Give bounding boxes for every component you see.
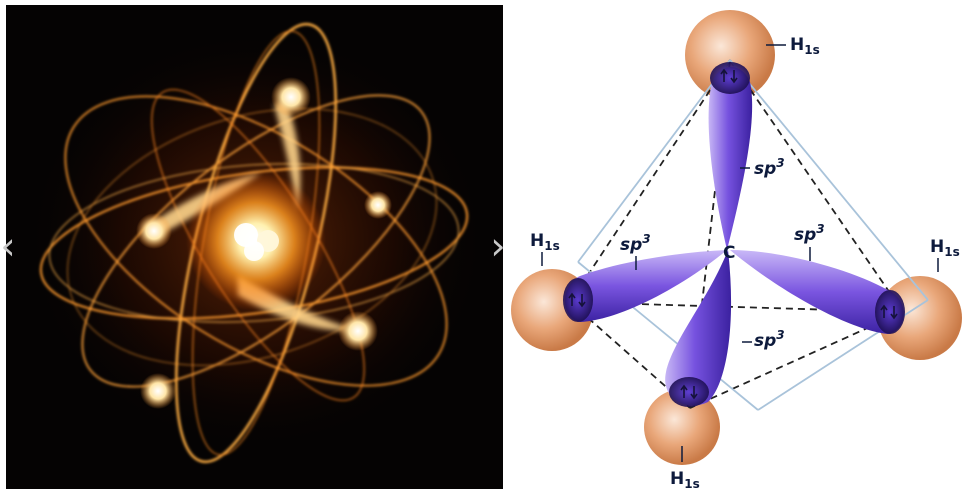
prev-arrow-icon[interactable]: ‹ xyxy=(0,216,16,276)
carbon-label: C xyxy=(723,243,735,263)
sp3-label: sp3 xyxy=(754,328,785,351)
sp3-lobe-up xyxy=(709,67,753,250)
atom-icon xyxy=(6,5,503,489)
atom-illustration xyxy=(6,5,503,489)
sp3-label: sp3 xyxy=(754,156,785,179)
h1s-label: H1s xyxy=(670,469,700,491)
sp3-label: sp3 xyxy=(620,232,651,255)
h1s-label: H1s xyxy=(530,231,560,253)
methane-sp3-diagram: C H1s H1s H1s H1s sp3 sp3 sp3 sp3 xyxy=(508,0,968,492)
next-arrow-icon[interactable]: › xyxy=(490,216,506,276)
h1s-label: H1s xyxy=(930,237,960,259)
sp3-label: sp3 xyxy=(794,222,825,245)
h1s-label: H1s xyxy=(790,35,820,57)
sp3-orbital-svg: C H1s H1s H1s H1s sp3 sp3 sp3 sp3 xyxy=(508,0,968,492)
